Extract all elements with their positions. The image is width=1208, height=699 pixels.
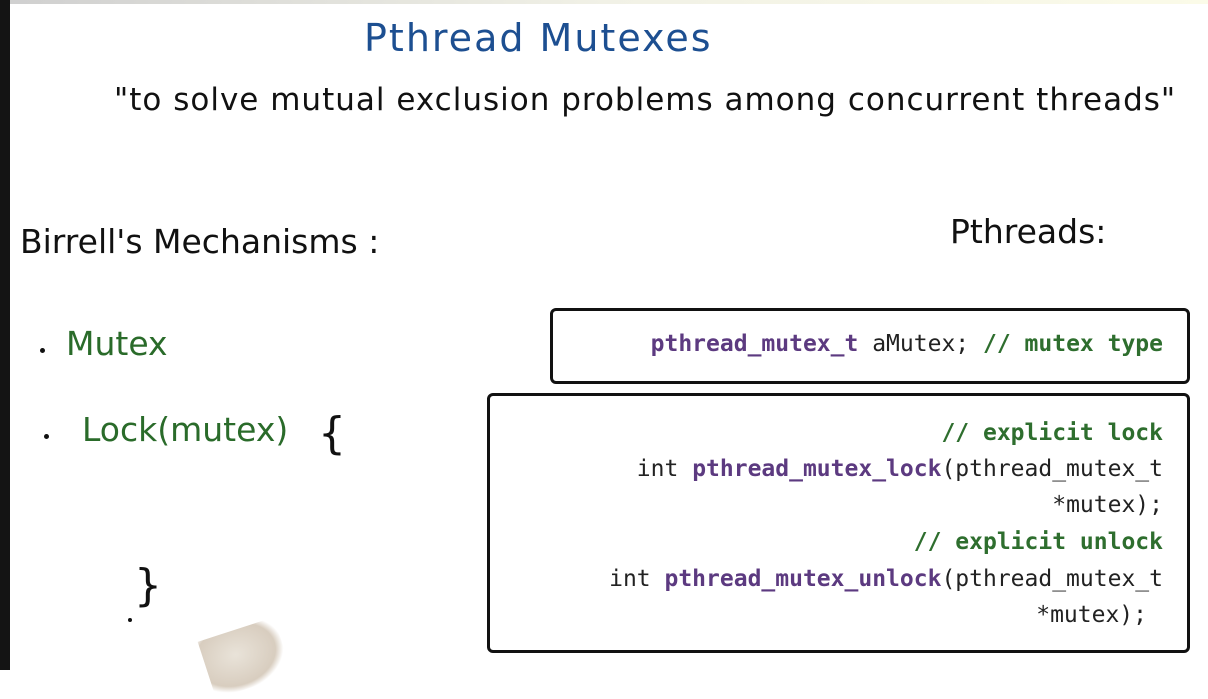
- ink-dot: [128, 618, 132, 622]
- lock-function-name: pthread_mutex_lock: [692, 456, 942, 482]
- unlock-params-cont: *mutex);: [1036, 602, 1147, 628]
- bullet-icon: [40, 348, 45, 353]
- lock-params: (pthread_mutex_t: [941, 456, 1163, 482]
- lock-return-type: int: [636, 456, 693, 482]
- page-title: Pthread Mutexes: [364, 16, 713, 60]
- unlock-signature: int pthread_mutex_unlock(pthread_mutex_t: [609, 566, 1163, 592]
- mutex-variable: aMutex;: [858, 331, 983, 357]
- unlock-comment: // explicit unlock: [913, 529, 1163, 555]
- definition-quote: "to solve mutual exclusion problems amon…: [114, 82, 1177, 118]
- unlock-function-name: pthread_mutex_unlock: [664, 566, 942, 592]
- pthreads-heading: Pthreads:: [950, 212, 1107, 251]
- lock-comment: // explicit lock: [941, 420, 1163, 446]
- mechanism-lock: Lock(mutex): [82, 410, 289, 449]
- lock-params-cont: *mutex);: [1052, 492, 1163, 518]
- left-edge: [0, 0, 10, 670]
- birrell-heading: Birrell's Mechanisms :: [20, 222, 380, 261]
- mechanism-mutex: Mutex: [66, 324, 168, 363]
- bullet-icon: [44, 434, 49, 439]
- mutex-declaration: pthread_mutex_t aMutex; // mutex type: [651, 331, 1163, 357]
- mutex-type-box: pthread_mutex_t aMutex; // mutex type: [550, 308, 1190, 384]
- open-brace: {: [318, 408, 346, 459]
- mutex-type-keyword: pthread_mutex_t: [650, 331, 859, 357]
- unlock-return-type: int: [609, 566, 665, 592]
- close-brace: }: [134, 560, 162, 611]
- lock-unlock-box: // explicit lock int pthread_mutex_lock(…: [487, 393, 1190, 653]
- mutex-type-comment: // mutex type: [982, 331, 1163, 357]
- lock-signature: int pthread_mutex_lock(pthread_mutex_t: [637, 456, 1163, 482]
- presenter-hand: [197, 617, 293, 699]
- unlock-params: (pthread_mutex_t: [941, 566, 1163, 592]
- top-edge: [0, 0, 1208, 4]
